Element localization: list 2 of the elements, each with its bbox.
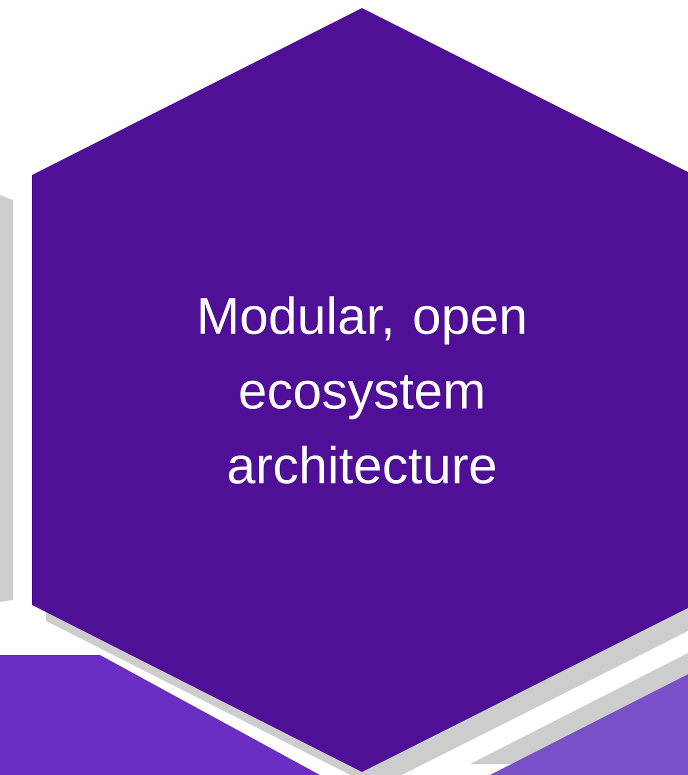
hexagon: Modular, open ecosystem architecture [32, 8, 688, 775]
hexagon [0, 655, 320, 775]
